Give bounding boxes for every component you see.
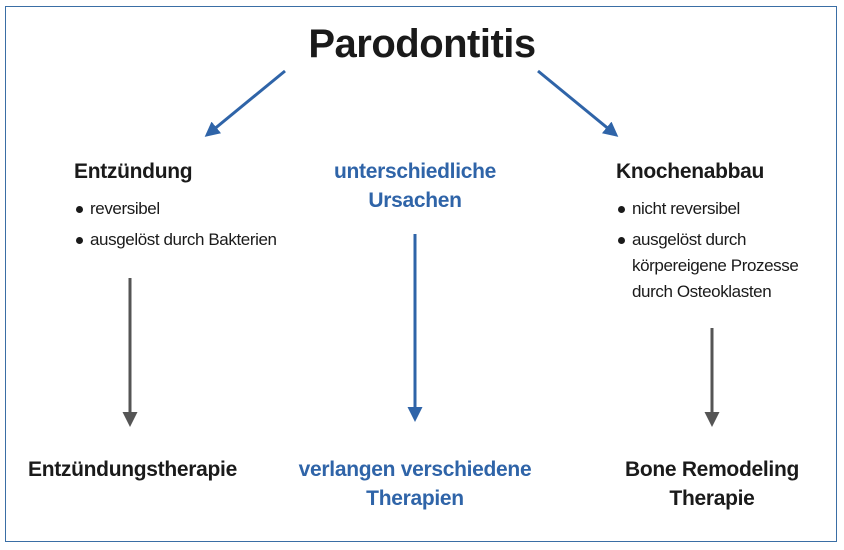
left-heading: Entzündung	[74, 160, 193, 183]
right-therapy: Bone Remodeling Therapie	[624, 458, 799, 510]
left-bullet-text: reversibel	[90, 199, 160, 218]
diagram-frame	[5, 6, 837, 542]
left-bullet-item: reversibel	[74, 196, 277, 222]
arrow-title-to-left	[204, 69, 286, 137]
right-bullet-list: nicht reversibel ausgelöst durch körpere…	[616, 196, 799, 310]
right-bullet-item: nicht reversibel	[616, 196, 798, 222]
right-bullet-text: nicht reversibel	[632, 199, 740, 218]
right-bullet-item: ausgelöst durch körpereigene Prozesse du…	[616, 227, 799, 305]
left-bullet-list: reversibel ausgelöst durch Bakterien	[74, 196, 277, 258]
arrow-title-to-right	[537, 69, 619, 137]
middle-heading: unterschiedliche Ursachen	[333, 160, 497, 212]
diagram-title: Parodontitis	[308, 22, 536, 66]
right-heading: Knochenabbau	[616, 160, 765, 183]
left-bullet-text: ausgelöst durch Bakterien	[90, 230, 277, 249]
left-bullet-item: ausgelöst durch Bakterien	[74, 227, 277, 253]
middle-therapy: verlangen verschiedene Therapien	[298, 458, 532, 510]
right-bullet-text: ausgelöst durch körpereigene Prozesse du…	[632, 230, 799, 301]
left-therapy: Entzündungstherapie	[28, 458, 237, 481]
